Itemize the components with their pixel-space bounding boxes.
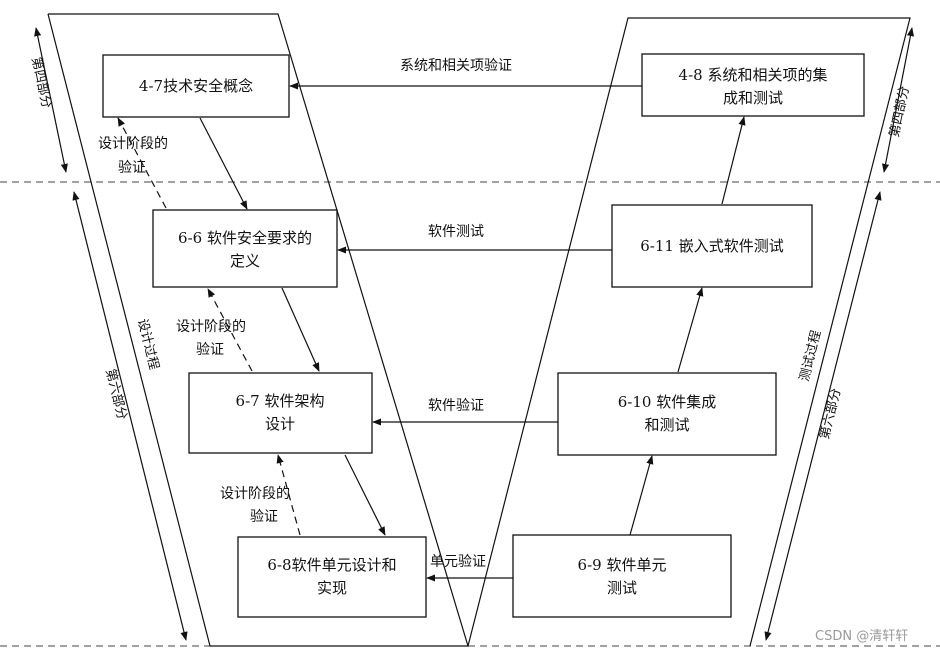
- label-design-verification-3-line2: 验证: [250, 509, 278, 525]
- label-design-verification-1-line2: 验证: [118, 160, 146, 176]
- box-6-7-line2: 设计: [265, 415, 295, 433]
- box-4-7-technical-safety-concept: 4-7技术安全概念: [102, 54, 290, 118]
- left-arrow-part6: [72, 191, 188, 641]
- box-6-9-line1: 6-9 软件单元: [578, 556, 667, 574]
- label-right-part6: 第六部分: [817, 387, 844, 441]
- arrow-6-6-to-6-7: [281, 287, 320, 372]
- right-arrow-part6: [764, 191, 882, 641]
- label-software-verification: 软件验证: [428, 398, 484, 414]
- box-6-6-software-safety-requirements: 6-6 软件安全要求的 定义: [152, 209, 338, 288]
- label-left-design-process: 设计过程: [134, 317, 161, 371]
- left-arrow-part4: [34, 27, 68, 173]
- label-design-verification-1-line1: 设计阶段的: [98, 136, 168, 152]
- box-6-9-software-unit-test: 6-9 软件单元 测试: [512, 534, 732, 618]
- label-right-test-process: 测试过程: [797, 329, 824, 383]
- dash-arrow-6-6-to-4-7: [117, 117, 167, 209]
- right-arrow-part4: [882, 27, 914, 173]
- label-left-part4: 第四部分: [28, 56, 53, 110]
- label-software-test: 软件测试: [428, 224, 484, 240]
- box-6-8-software-unit-design: 6-8软件单元设计和 实现: [237, 536, 427, 618]
- arrow-6-11-to-4-8: [721, 116, 746, 205]
- arrow-6-7-to-6-8: [344, 454, 386, 536]
- box-4-8-line1: 4-8 系统和相关项的集: [679, 66, 828, 84]
- box-6-10-software-integration: 6-10 软件集成 和测试: [557, 372, 777, 456]
- box-6-9-line2: 测试: [607, 579, 637, 597]
- box-6-8-line2: 实现: [317, 579, 347, 597]
- box-4-8-system-integration: 4-8 系统和相关项的集 成和测试: [641, 53, 865, 117]
- box-6-6-line1: 6-6 软件安全要求的: [178, 229, 312, 247]
- dash-arrow-6-7-to-6-6: [207, 288, 253, 372]
- watermark: CSDN @清轩轩: [815, 629, 908, 644]
- label-design-verification-3-line1: 设计阶段的: [220, 486, 290, 502]
- label-design-verification-2-line2: 验证: [196, 342, 224, 358]
- box-4-8-line2: 成和测试: [723, 89, 783, 107]
- box-6-7-line1: 6-7 软件架构: [236, 392, 325, 410]
- arrow-6-9-to-6-10: [629, 455, 654, 536]
- arrow-4-7-to-6-6: [199, 117, 248, 210]
- dash-arrow-6-8-to-6-7: [276, 454, 301, 536]
- box-6-7-software-architecture: 6-7 软件架构 设计: [188, 372, 373, 454]
- box-4-7-line1: 4-7技术安全概念: [139, 77, 253, 95]
- label-design-verification-2-line1: 设计阶段的: [176, 319, 246, 335]
- arrow-6-10-to-6-11: [677, 287, 704, 373]
- label-system-verification: 系统和相关项验证: [400, 58, 512, 74]
- box-6-10-line1: 6-10 软件集成: [618, 393, 716, 411]
- label-unit-verification: 单元验证: [430, 554, 486, 570]
- box-6-6-line2: 定义: [230, 252, 260, 270]
- box-6-10-line2: 和测试: [644, 416, 689, 434]
- box-6-11-line1: 6-11 嵌入式软件测试: [640, 237, 783, 255]
- box-6-8-line1: 6-8软件单元设计和: [267, 556, 396, 574]
- box-6-11-embedded-software-test: 6-11 嵌入式软件测试: [611, 204, 813, 288]
